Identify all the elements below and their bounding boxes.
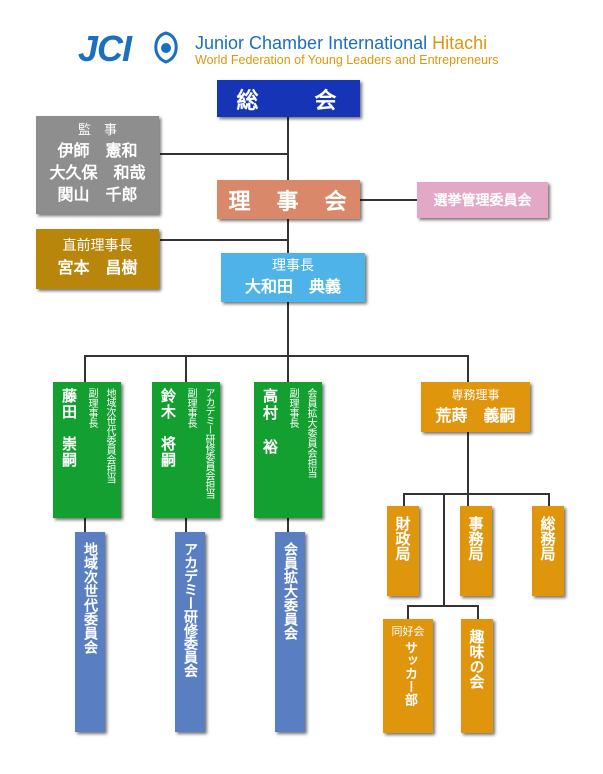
connector-drop-bureau2 bbox=[467, 493, 469, 506]
laurel-emblem-icon bbox=[154, 31, 178, 64]
connector-drop-md bbox=[467, 355, 469, 382]
vice-president-box: 高村 裕 副理事長 会員拡大委員会担当 bbox=[254, 382, 322, 518]
club-box: 趣味の会 bbox=[461, 619, 493, 733]
committee-box: アカデミー研修委員会 bbox=[175, 532, 205, 732]
auditors-title: 監 事 bbox=[77, 123, 117, 138]
election-committee-label: 選挙管理委員会 bbox=[433, 193, 532, 209]
vice-president-name: 藤田 崇嗣 bbox=[60, 388, 78, 468]
connector-bureau-bar bbox=[403, 493, 550, 495]
general-assembly-label: 総 会 bbox=[236, 88, 341, 114]
club-box: 同好会 サッカー部 bbox=[383, 619, 433, 733]
election-committee-box: 選挙管理委員会 bbox=[417, 182, 548, 218]
president-title: 理事長 bbox=[272, 258, 314, 274]
connector-election bbox=[360, 199, 417, 201]
committee-box: 会員拡大委員会 bbox=[275, 532, 305, 732]
connector-main-trunk-upper bbox=[287, 116, 289, 180]
org-name-en: Junior Chamber International bbox=[195, 33, 428, 53]
vice-president-role: 会員拡大委員会担当 bbox=[305, 388, 316, 478]
president-name: 大和田 典義 bbox=[244, 277, 341, 296]
committee-label: アカデミー研修委員会 bbox=[182, 542, 198, 677]
vice-president-title: 副理事長 bbox=[185, 388, 196, 428]
former-president-box: 直前理事長 宮本 昌樹 bbox=[36, 229, 159, 289]
connector-president-down bbox=[287, 302, 289, 356]
connector-drop-vp3 bbox=[287, 355, 289, 382]
vice-president-name: 高村 裕 bbox=[261, 388, 279, 456]
vice-president-box: 藤田 崇嗣 副理事長 地域次世代委員会担当 bbox=[53, 382, 121, 518]
former-president-title: 直前理事長 bbox=[62, 238, 133, 254]
managing-director-name: 荒蒔 義嗣 bbox=[435, 406, 516, 425]
auditors-box: 監 事 伊師 憲和 大久保 和哉 関山 千郎 bbox=[36, 116, 159, 214]
general-assembly-box: 総 会 bbox=[217, 80, 360, 117]
jci-logo: JCI bbox=[78, 28, 188, 69]
connector-board-president bbox=[287, 219, 289, 253]
managing-director-box: 専務理事 荒蒔 義嗣 bbox=[421, 382, 530, 432]
bureau-box: 事務局 bbox=[460, 506, 492, 596]
managing-director-title: 専務理事 bbox=[451, 388, 500, 402]
auditor-name: 伊師 憲和 bbox=[57, 141, 138, 160]
club-label: サッカー部 bbox=[402, 641, 417, 706]
vice-president-box: 鈴木 将嗣 副理事長 アカデミー研修委員会担当 bbox=[152, 382, 220, 518]
committee-label: 会員拡大委員会 bbox=[282, 542, 298, 640]
bureau-label: 財政局 bbox=[393, 516, 412, 561]
connector-drop-vp2 bbox=[185, 355, 187, 382]
president-box: 理事長 大和田 典義 bbox=[221, 253, 365, 302]
connector-auditors bbox=[160, 153, 288, 155]
connector-drop-vp1 bbox=[84, 355, 86, 382]
logo-wordmark: JCI bbox=[78, 28, 132, 69]
connector-clubs-bar bbox=[407, 605, 479, 607]
connector-drop-bureau1 bbox=[403, 493, 405, 506]
connector-vp3-committee bbox=[287, 518, 289, 532]
vice-president-name: 鈴木 将嗣 bbox=[159, 388, 177, 468]
club-label: 趣味の会 bbox=[467, 629, 486, 689]
connector-branch-bar bbox=[84, 355, 469, 357]
bureau-label: 事務局 bbox=[466, 516, 485, 561]
connector-drop-club2 bbox=[477, 605, 479, 619]
org-city: Hitachi bbox=[432, 33, 488, 53]
connector-vp2-committee bbox=[185, 518, 187, 532]
club-small-label: 同好会 bbox=[391, 625, 425, 638]
connector-vp1-committee bbox=[84, 518, 86, 532]
connector-former-president bbox=[160, 239, 288, 241]
vice-president-title: 副理事長 bbox=[287, 388, 298, 428]
auditor-name: 関山 千郎 bbox=[57, 185, 138, 204]
former-president-name: 宮本 昌樹 bbox=[57, 258, 138, 277]
bureau-box: 総務局 bbox=[532, 506, 564, 596]
vice-president-role: アカデミー研修委員会担当 bbox=[203, 388, 214, 499]
committee-box: 地域次世代委員会 bbox=[75, 532, 105, 732]
bureau-box: 財政局 bbox=[387, 506, 419, 596]
connector-drop-bureau3 bbox=[548, 493, 550, 506]
board-box: 理 事 会 bbox=[217, 180, 360, 219]
connector-drop-club1 bbox=[407, 605, 409, 619]
bureau-label: 総務局 bbox=[538, 516, 557, 561]
vice-president-title: 副理事長 bbox=[86, 388, 97, 428]
connector-md-down bbox=[467, 432, 469, 494]
org-title: Junior Chamber International Hitachi bbox=[195, 33, 487, 54]
vice-president-role: 地域次世代委員会担当 bbox=[104, 388, 115, 483]
connector-clubs-trunk bbox=[443, 494, 445, 606]
board-label: 理 事 会 bbox=[228, 189, 349, 215]
org-tagline: World Federation of Young Leaders and En… bbox=[195, 53, 499, 67]
committee-label: 地域次世代委員会 bbox=[82, 542, 98, 654]
auditor-name: 大久保 和哉 bbox=[49, 163, 146, 182]
